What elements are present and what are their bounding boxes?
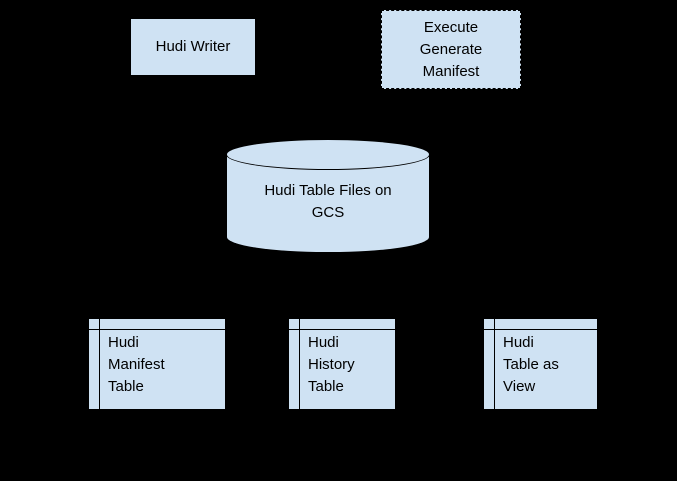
hudi-table-as-view-node: Hudi Table as View <box>483 318 598 410</box>
storage-top-line <box>289 329 395 330</box>
hudi-manifest-table-label: Hudi Manifest Table <box>108 334 165 395</box>
hudi-writer-node: Hudi Writer <box>130 18 256 76</box>
storage-left-line <box>494 319 495 409</box>
hudi-history-table-label: Hudi History Table <box>308 334 355 395</box>
cylinder-body <box>226 154 430 253</box>
execute-generate-manifest-node: Execute Generate Manifest <box>381 10 521 89</box>
execute-generate-manifest-label: Execute Generate Manifest <box>419 18 483 80</box>
hudi-table-as-view-label: Hudi Table as View <box>503 334 559 395</box>
hudi-history-table-node: Hudi History Table <box>288 318 396 410</box>
hudi-writer-label: Hudi Writer <box>155 38 231 55</box>
storage-top-line <box>89 329 225 330</box>
storage-left-line <box>299 319 300 409</box>
gcs-cylinder-node: Hudi Table Files on GCS <box>226 139 430 253</box>
cylinder-top-ellipse <box>226 139 430 170</box>
storage-top-line <box>484 329 597 330</box>
hudi-manifest-table-node: Hudi Manifest Table <box>88 318 226 410</box>
gcs-cylinder-label: Hudi Table Files on GCS <box>264 182 392 221</box>
storage-left-line <box>99 319 100 409</box>
